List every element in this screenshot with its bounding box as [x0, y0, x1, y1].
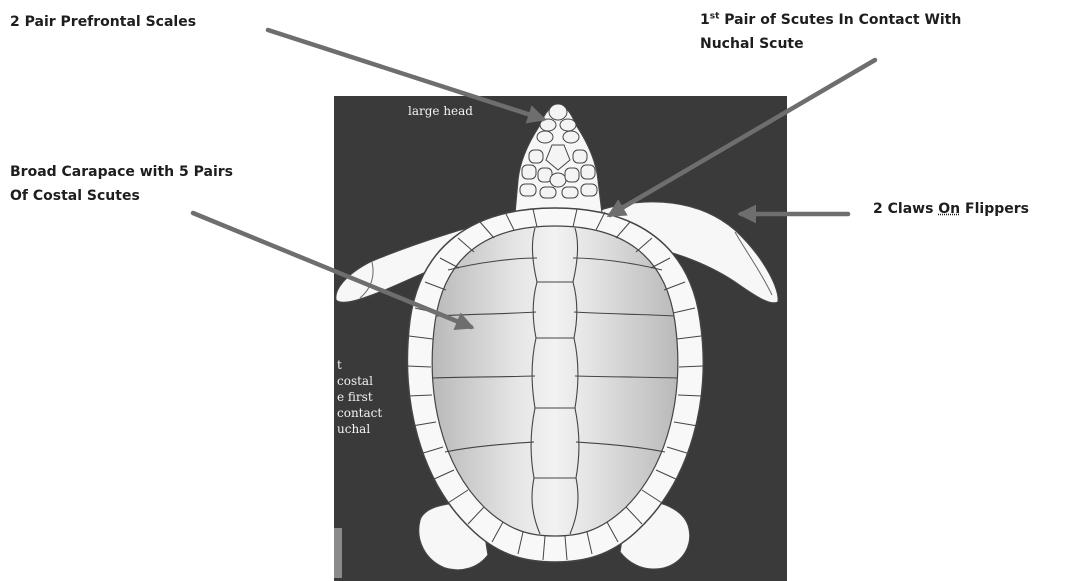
prefrontal-scale — [537, 131, 553, 143]
label-line: Of Costal Scutes — [10, 184, 233, 208]
head-scale — [522, 165, 536, 179]
head-scale — [581, 165, 595, 179]
prefrontal-scale — [560, 119, 576, 131]
label-claws-on-flippers: 2 Claws On Flippers — [873, 197, 1029, 221]
head-scale — [581, 184, 597, 196]
carapace-inner — [432, 226, 678, 536]
head-scale — [565, 168, 579, 182]
panel-side-text-line: costal — [337, 374, 373, 388]
label-text: 2 Claws — [873, 201, 938, 217]
label-text: Flippers — [960, 201, 1029, 217]
label-broad-carapace: Broad Carapace with 5 Pairs Of Costal Sc… — [10, 160, 233, 208]
panel-edge-mark — [334, 528, 342, 578]
head-tip-scale — [549, 104, 567, 120]
label-text: 1 — [700, 12, 710, 28]
panel-side-text-line: contact — [337, 406, 382, 420]
head-scale — [550, 173, 566, 187]
panel-side-text-line: e first — [337, 390, 373, 404]
head-scale — [573, 150, 587, 163]
label-text: Pair of Scutes In Contact With — [719, 12, 961, 28]
head-scale — [520, 184, 536, 196]
label-line: 1st Pair of Scutes In Contact With — [700, 8, 961, 32]
head-scale — [529, 150, 543, 163]
label-line: Broad Carapace with 5 Pairs — [10, 160, 233, 184]
head-scale — [562, 187, 578, 198]
prefrontal-scale — [563, 131, 579, 143]
ordinal-suffix: st — [710, 11, 720, 21]
label-line: Nuchal Scute — [700, 32, 961, 56]
label-text: 2 Pair Prefrontal Scales — [10, 14, 196, 30]
panel-side-text-line: t — [337, 358, 342, 372]
head-scale — [540, 187, 556, 198]
head-caption: large head — [408, 104, 473, 118]
label-text-underlined: On — [938, 201, 960, 217]
label-prefrontal-scales: 2 Pair Prefrontal Scales — [10, 10, 196, 34]
label-first-pair-scutes: 1st Pair of Scutes In Contact With Nucha… — [700, 8, 961, 56]
panel-side-text-line: uchal — [337, 422, 370, 436]
